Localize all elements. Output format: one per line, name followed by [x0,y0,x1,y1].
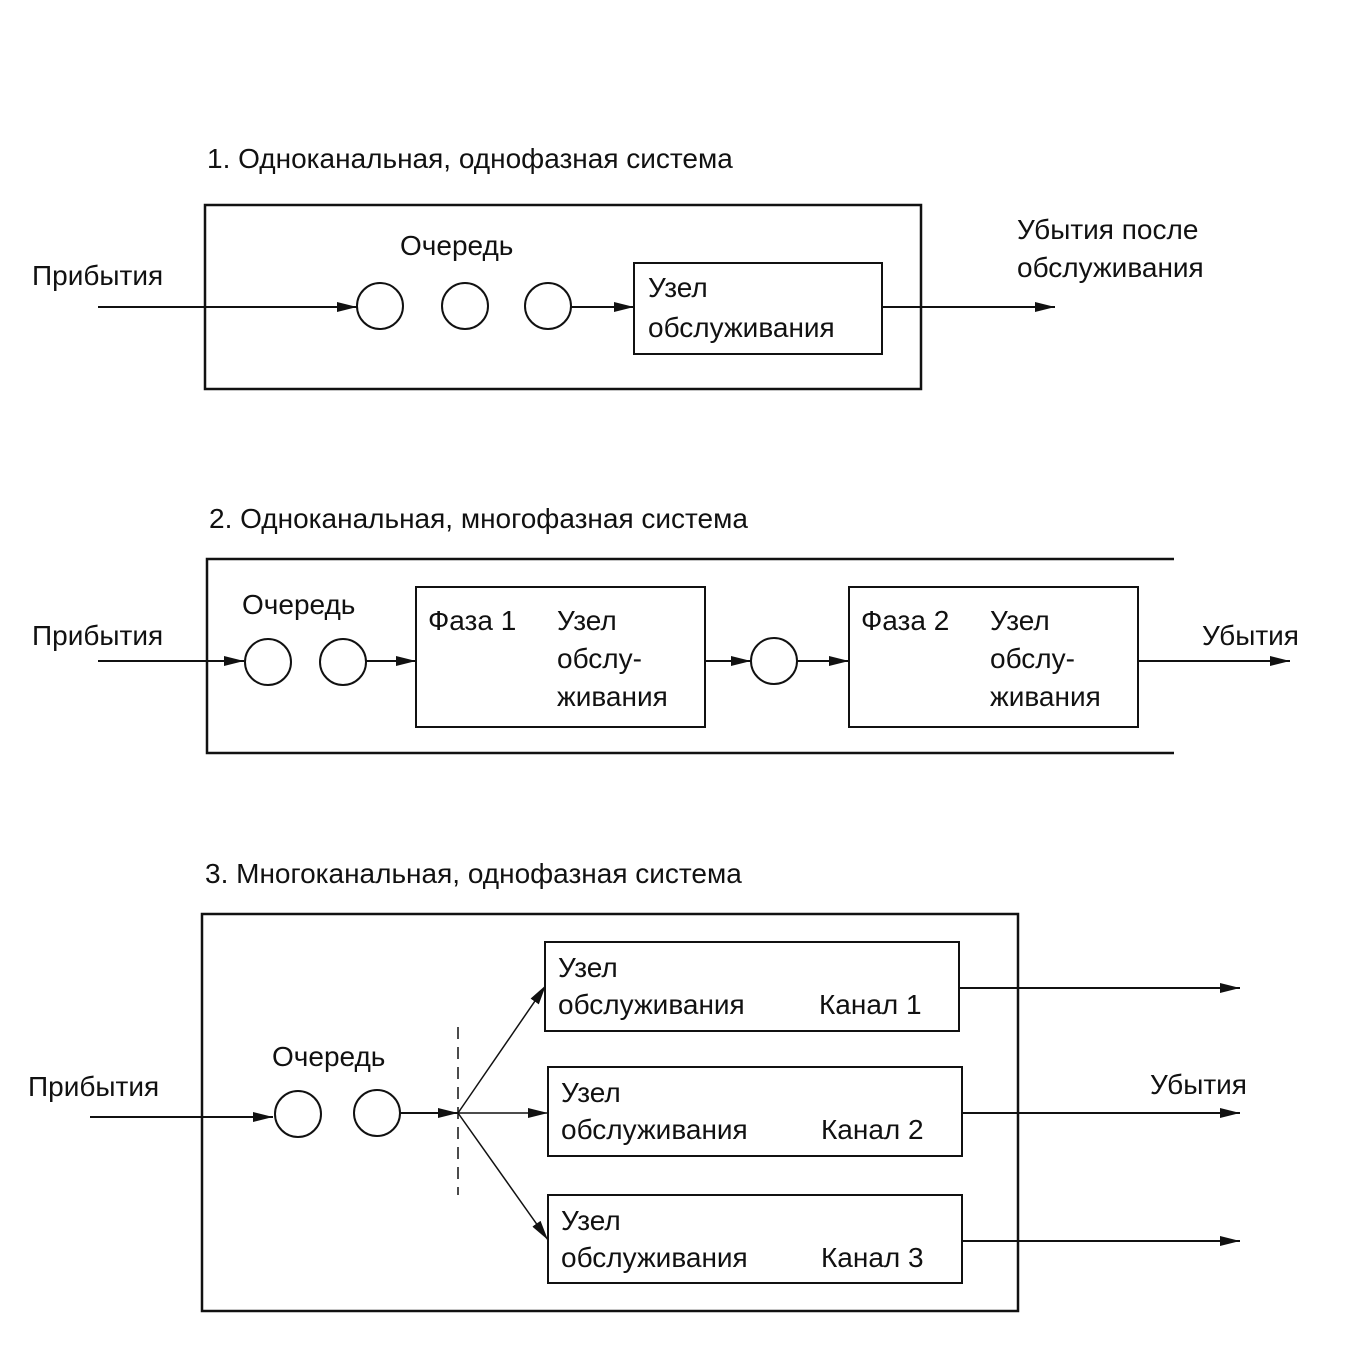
section-3-arrivals-label: Прибытия [28,1071,159,1102]
section-3-queue-label: Очередь [272,1041,385,1072]
section-1-service-node-line1: Узел [648,272,708,303]
section-3-channel-2-line2: обслуживания [561,1114,748,1145]
section-3-channel-2-service-node [547,1066,963,1157]
section-1-service-node-line2: обслуживания [648,312,835,343]
section-2-arrivals-label: Прибытия [32,620,163,651]
section-1-single-channel-single-phase: 1. Одноканальная, однофазная система При… [32,143,1204,391]
section-1-queue-item [441,282,489,330]
section-1-arrivals-label: Прибытия [32,260,163,291]
section-2-title: 2. Одноканальная, многофазная система [209,503,748,534]
section-1-queue-item [524,282,572,330]
section-2-queue-label: Очередь [242,589,355,620]
section-1-departures-label-line2: обслуживания [1017,252,1204,283]
section-2-phase-1-line2: обслу- [557,643,642,674]
section-2-phase-1-service-node [415,586,706,728]
section-3-channel-1-service-node [544,941,960,1032]
section-2-intermediate-queue-item [750,637,798,685]
section-2-phase-1-line1: Узел [557,605,617,636]
section-1-queue-item [356,282,404,330]
section-3-departures-label: Убытия [1150,1069,1247,1100]
section-2-phase-1-label: Фаза 1 [428,605,516,636]
section-2-departures-label: Убытия [1202,620,1299,651]
section-3-channel-2-line1: Узел [561,1077,621,1108]
section-3-channel-1-line1: Узел [558,952,618,983]
section-1-queue-label: Очередь [400,230,513,261]
section-2-phase-2-label: Фаза 2 [861,605,949,636]
section-1-service-node [633,262,883,355]
section-1-system-frame [203,203,923,391]
section-3-channel-3-service-node [547,1194,963,1284]
section-2-queue-item [244,638,292,686]
section-3-channel-2-label: Канал 2 [821,1114,924,1145]
section-2-phase-2-service-node [848,586,1139,728]
section-3-channel-3-line2: обслуживания [561,1242,748,1273]
section-2-single-channel-multi-phase: 2. Одноканальная, многофазная система Пр… [32,503,1299,755]
section-3-dispatch-arrow-channel-3 [457,1112,549,1241]
section-2-phase-1-line3: живания [557,681,668,712]
section-3-channel-1-line2: обслуживания [558,989,745,1020]
section-2-system-frame [205,557,1174,755]
section-3-channel-3-line1: Узел [561,1205,621,1236]
section-3-multi-channel-single-phase: 3. Многоканальная, однофазная система Пр… [28,858,1247,1313]
section-3-queue-item [274,1090,322,1138]
section-3-channel-1-label: Канал 1 [819,989,922,1020]
section-2-phase-2-line3: живания [990,681,1101,712]
section-2-phase-2-line2: обслу- [990,643,1075,674]
section-3-channel-3-label: Канал 3 [821,1242,924,1273]
section-2-queue-item [319,638,367,686]
section-1-title: 1. Одноканальная, однофазная система [207,143,733,174]
section-3-queue-item [353,1089,401,1137]
section-1-departures-label-line1: Убытия после [1017,214,1198,245]
section-3-title: 3. Многоканальная, однофазная система [205,858,742,889]
section-3-dispatch-arrow-channel-1 [457,984,547,1114]
section-2-phase-2-line1: Узел [990,605,1050,636]
